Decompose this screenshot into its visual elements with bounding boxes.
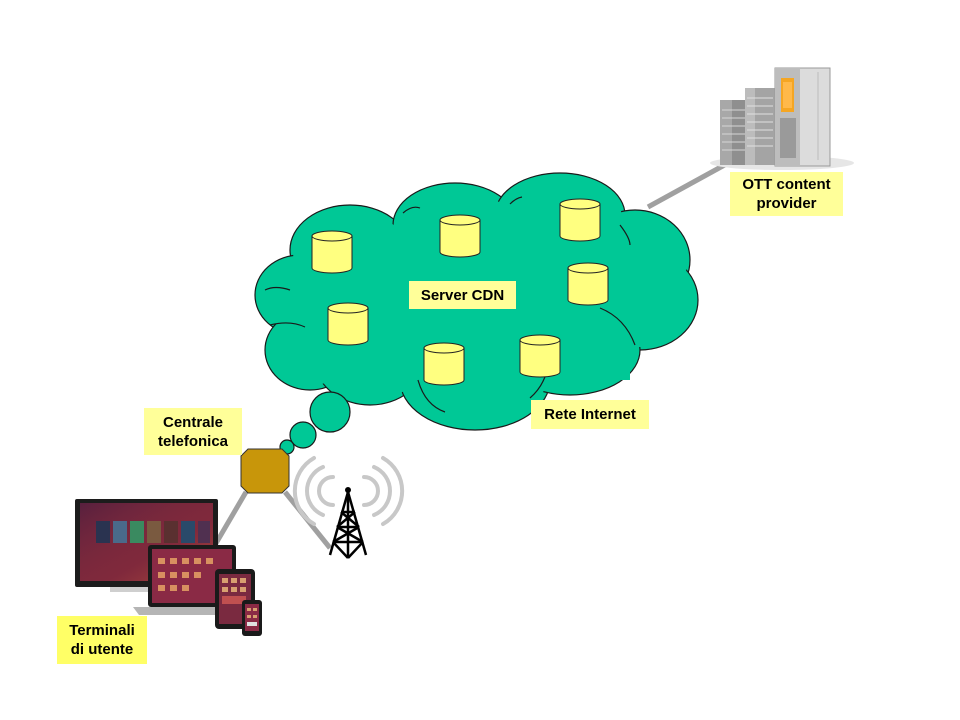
cdn-server-icon[interactable]	[311, 230, 353, 274]
cdn-server-icon[interactable]	[567, 262, 609, 306]
exchange-label-line2: telefonica	[157, 432, 229, 450]
cdn-server-icon[interactable]	[559, 198, 601, 242]
terminals-label[interactable]: Terminali di utente	[57, 616, 147, 664]
exchange-label-line1: Centrale	[162, 413, 224, 431]
provider-label[interactable]: OTT content provider	[730, 172, 843, 216]
cdn-server-icon[interactable]	[423, 342, 465, 386]
exchange-label[interactable]: Centrale telefonica	[144, 408, 242, 455]
link-cloud-provider	[646, 159, 732, 210]
cdn-servers	[311, 198, 609, 386]
cdn-server-label-text: Server CDN	[420, 286, 505, 304]
internet-label-text: Rete Internet	[544, 406, 636, 423]
internet-label: Rete Internet	[531, 400, 649, 429]
cdn-server-icon[interactable]	[519, 334, 561, 378]
terminals-label-line1: Terminali	[69, 622, 135, 639]
terminals-label-line2: di utente	[70, 641, 134, 658]
provider-label-line1: OTT content	[742, 176, 831, 193]
cdn-server-icon[interactable]	[439, 214, 481, 258]
octagon-exchange-icon[interactable]	[240, 448, 290, 494]
bubble-medium	[289, 421, 317, 449]
devices-tv-laptop-tablet-phone-icon[interactable]	[75, 499, 262, 636]
cdn-server-label: Server CDN	[409, 281, 516, 309]
bubble-large	[309, 391, 351, 433]
link-exchange-terminals	[212, 490, 249, 547]
cdn-server-icon[interactable]	[327, 302, 369, 346]
datacenter-buildings-icon	[710, 67, 854, 170]
provider-label-line2: provider	[756, 195, 817, 212]
radio-tower-icon[interactable]	[292, 456, 405, 559]
